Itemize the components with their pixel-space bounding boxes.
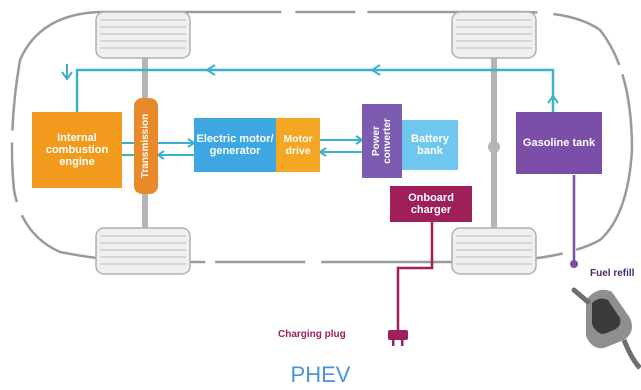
- wheel-front-right: [95, 227, 191, 275]
- charging-plug-label: Charging plug: [278, 329, 346, 340]
- charging-plug-icon: [388, 330, 408, 346]
- power-converter: Power converter: [362, 104, 402, 178]
- electric-motor-generator: Electric motor/ generator: [194, 118, 276, 172]
- fuel-flow-line: [75, 68, 555, 112]
- fuel-nozzle-icon: [571, 287, 641, 370]
- transmission: Transmission: [134, 98, 158, 194]
- motor-generator-label: Electric motor/ generator: [196, 133, 274, 157]
- fuel-refill-label: Fuel refill: [590, 268, 635, 279]
- transmission-label: Transmission: [140, 113, 151, 179]
- gasoline-tank-label: Gasoline tank: [522, 137, 596, 149]
- power-converter-label: Power converter: [371, 118, 393, 164]
- charging-cable: [396, 222, 434, 340]
- engine-label: Internal combustion engine: [45, 132, 109, 168]
- internal-combustion-engine: Internal combustion engine: [32, 112, 122, 188]
- motor-drive-label: Motor drive: [283, 133, 313, 157]
- wheel-rear-left: [451, 11, 537, 59]
- wheel-front-left: [95, 11, 191, 59]
- wheel-rear-right: [451, 227, 537, 275]
- motor-drive: Motor drive: [276, 118, 320, 172]
- fuel-refill-port: [570, 260, 578, 268]
- onboard-charger-label: Onboard charger: [408, 192, 454, 216]
- battery-bank-label: Battery bank: [411, 133, 449, 157]
- gasoline-tank: Gasoline tank: [516, 112, 602, 174]
- battery-bank: Battery bank: [402, 120, 458, 170]
- differential-joint: [488, 141, 500, 153]
- onboard-charger: Onboard charger: [390, 186, 472, 222]
- fuel-flow-arrows: [61, 64, 559, 104]
- diagram-title: PHEV: [290, 362, 351, 387]
